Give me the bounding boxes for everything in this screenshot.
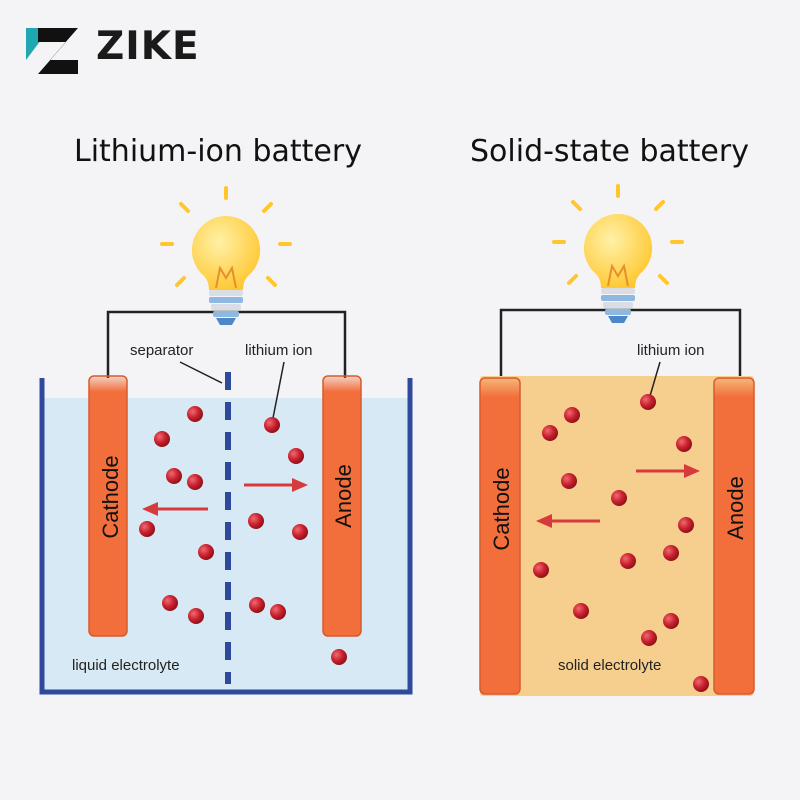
cathode-electrode-left	[88, 375, 128, 637]
lithium-ion-dot	[198, 544, 214, 560]
lithium-ion-dot	[166, 468, 182, 484]
ion-flow-arrow-right	[244, 478, 308, 492]
lithium-ion-label-right: lithium ion	[637, 342, 705, 359]
light-bulb-icon-right	[552, 184, 684, 323]
lithium-ion-dot	[288, 448, 304, 464]
lithium-ion-dot	[331, 649, 347, 665]
lithium-ion-pointer-right	[649, 361, 661, 397]
ion-flow-arrow-right-solid	[636, 464, 700, 478]
lithium-ion-dot	[188, 608, 204, 624]
lithium-ion-dot	[663, 613, 679, 629]
lithium-ion-dot	[693, 676, 709, 692]
lithium-ion-dot	[187, 474, 203, 490]
lithium-ion-dot	[187, 406, 203, 422]
lithium-ion-dot	[641, 630, 657, 646]
lithium-ion-dot	[139, 521, 155, 537]
anode-label-right: Anode	[723, 476, 748, 540]
lithium-ion-dot	[611, 490, 627, 506]
lithium-ion-title: Lithium-ion battery	[74, 134, 362, 169]
lithium-ion-label-left: lithium ion	[245, 342, 313, 359]
lithium-ions-left	[139, 406, 347, 665]
solid-electrolyte-block	[480, 376, 754, 696]
liquid-electrolyte-label: liquid electrolyte	[72, 657, 180, 674]
lithium-ion-dot	[264, 417, 280, 433]
lithium-ion-dot	[292, 524, 308, 540]
lithium-ion-dot	[620, 553, 636, 569]
cathode-electrode-right	[479, 377, 521, 695]
lithium-ion-dot	[154, 431, 170, 447]
lithium-ion-dot	[533, 562, 549, 578]
brand-name: ZIKE	[96, 24, 200, 69]
lithium-ion-dot	[270, 604, 286, 620]
lithium-ion-dot	[640, 394, 656, 410]
zike-logo-icon	[26, 28, 78, 74]
lithium-ion-dot	[663, 545, 679, 561]
lithium-ion-dot	[248, 513, 264, 529]
separator-label: separator	[130, 342, 193, 359]
cathode-label-left: Cathode	[98, 455, 123, 538]
ion-flow-arrow-left	[142, 502, 208, 516]
ion-flow-arrow-left-solid	[536, 514, 600, 528]
lithium-ions-right	[533, 394, 709, 692]
lithium-ion-dot	[678, 517, 694, 533]
solid-electrolyte-label: solid electrolyte	[558, 657, 661, 674]
lithium-ion-dot	[573, 603, 589, 619]
anode-label-left: Anode	[331, 464, 356, 528]
lithium-ion-dot	[564, 407, 580, 423]
solid-state-title: Solid-state battery	[470, 134, 749, 169]
lithium-ion-dot	[249, 597, 265, 613]
cathode-label-right: Cathode	[489, 467, 514, 550]
electrolyte-container	[39, 378, 413, 695]
lithium-ion-dot	[542, 425, 558, 441]
lithium-ion-pointer-left	[272, 361, 285, 419]
lithium-ion-dot	[162, 595, 178, 611]
lithium-ion-dot	[561, 473, 577, 489]
separator-pointer	[179, 361, 223, 384]
anode-electrode-right	[713, 377, 755, 695]
lithium-ion-dot	[676, 436, 692, 452]
light-bulb-icon-left	[160, 186, 292, 325]
anode-electrode-left	[322, 375, 362, 637]
